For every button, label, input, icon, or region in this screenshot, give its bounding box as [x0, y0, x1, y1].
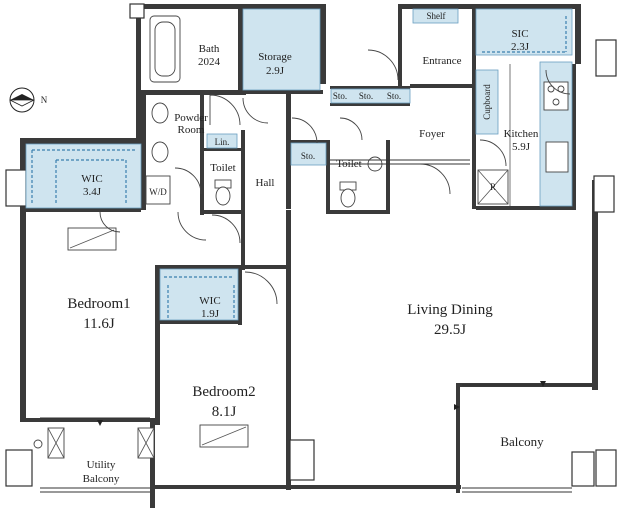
wic-mid-size: 1.9J: [201, 308, 220, 320]
bedroom1-size: 11.6J: [83, 316, 115, 332]
powder-room-label-1: Powder: [174, 112, 208, 124]
sto-row-1: Sto.: [333, 91, 347, 101]
powder-room-label-2: Room: [178, 124, 205, 136]
interior-walls: [26, 9, 576, 425]
compass: [9, 87, 35, 113]
bath-label: Bath: [199, 43, 220, 55]
foyer-label: Foyer: [419, 128, 445, 140]
wic-mid-label: WIC: [199, 295, 220, 307]
storage-label: Storage: [258, 51, 292, 63]
kitchen-size: 5.9J: [512, 141, 531, 153]
compass-label: N: [41, 95, 48, 105]
kitchen-label: Kitchen: [504, 128, 539, 140]
utility-balcony-label-2: Balcony: [83, 473, 120, 485]
sto-small-fill: [290, 142, 327, 166]
bedroom1-label: Bedroom1: [67, 296, 130, 312]
sto-small-label: Sto.: [301, 151, 315, 161]
wic-top-fill: [25, 143, 142, 209]
pillars: [5, 3, 617, 487]
shelf-label: Shelf: [427, 11, 446, 21]
sic-fill: [475, 8, 573, 56]
fridge-label: R: [490, 182, 496, 192]
cupboard-label: Cupboard: [482, 84, 492, 120]
sto-row-2: Sto.: [359, 91, 373, 101]
bath-size: 2024: [198, 56, 221, 68]
sto-row-3: Sto.: [387, 91, 401, 101]
cupboard-fill: [475, 69, 499, 135]
wic-top-size: 3.4J: [83, 186, 102, 198]
sic-label: SIC: [511, 28, 528, 40]
wd-label: W/D: [149, 187, 167, 197]
windows-rails: [40, 159, 592, 493]
hall-label: Hall: [256, 177, 275, 189]
shelf-fill: [412, 8, 459, 24]
entrance-label: Entrance: [422, 55, 461, 67]
sto-row-fill: [330, 88, 411, 104]
toilet-left-label: Toilet: [210, 162, 236, 174]
sic-size: 2.3J: [511, 41, 530, 53]
balcony-label: Balcony: [500, 434, 544, 449]
bedroom2-size: 8.1J: [212, 404, 237, 420]
linen-label: Lin.: [215, 137, 230, 147]
toilet-right-label: Toilet: [336, 158, 362, 170]
wic-top-label: WIC: [81, 173, 102, 185]
linen-fill: [206, 133, 238, 149]
closets: [25, 8, 573, 321]
markers: [97, 381, 546, 426]
storage-size: 2.9J: [266, 65, 285, 77]
storage-room-fill: [242, 8, 321, 91]
living-dining-label: Living Dining: [407, 302, 493, 318]
bedroom2-label: Bedroom2: [192, 384, 255, 400]
utility-balcony-label-1: Utility: [87, 459, 116, 471]
living-dining-size: 29.5J: [434, 322, 466, 338]
room-labels: Bath 2024 Storage 2.9J Powder Room Lin. …: [67, 11, 544, 485]
